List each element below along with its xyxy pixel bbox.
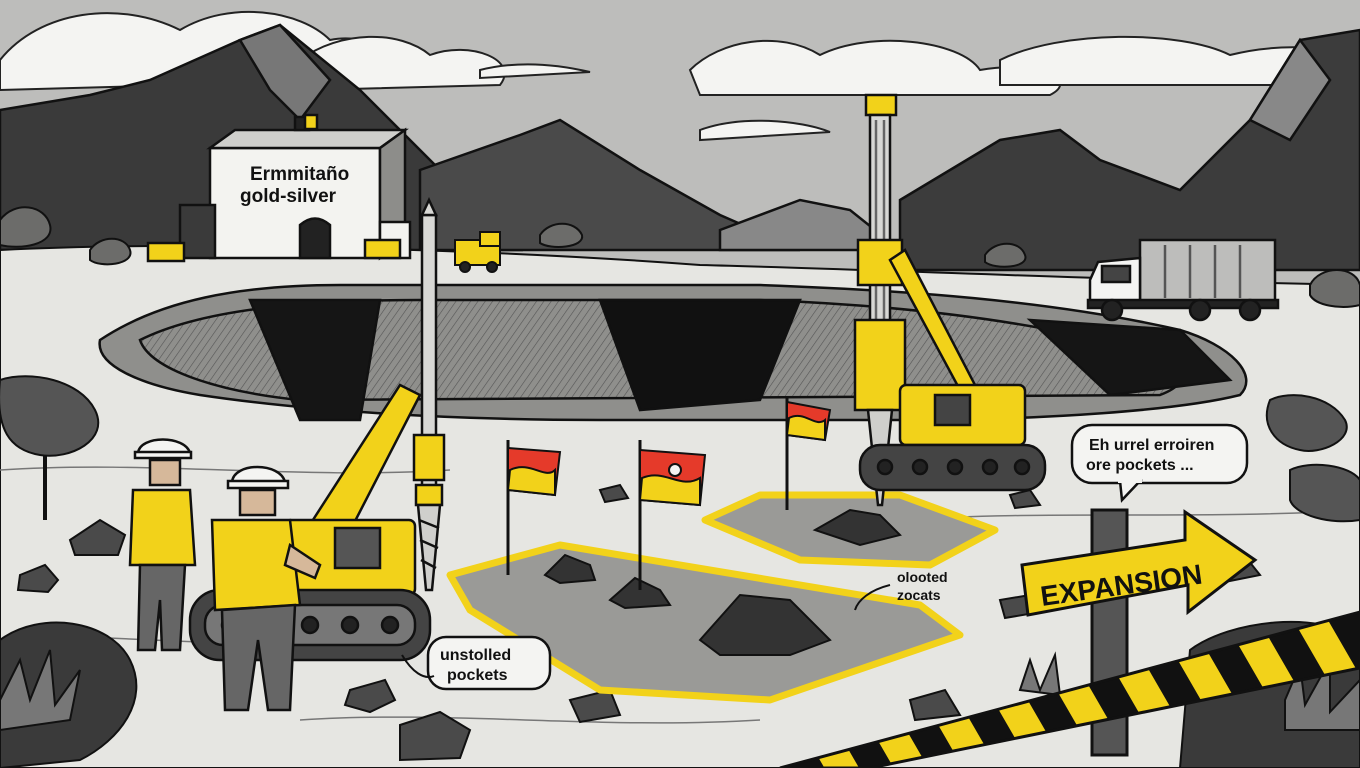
trees <box>0 206 1360 523</box>
callout-middle: olooted zocats <box>854 569 948 611</box>
hazard-tape <box>779 610 1360 768</box>
flags <box>506 398 832 590</box>
worker-back <box>128 438 197 652</box>
building-sign-line2: gold-silver <box>240 186 337 207</box>
callout-middle-line2: zocats <box>897 587 941 603</box>
callout-left: unstolled pockets <box>401 635 552 691</box>
building-sign-line1: Ermmitaño <box>250 164 349 185</box>
callout-left-line1: unstolled <box>440 647 511 664</box>
open-pit <box>98 283 1248 422</box>
callout-middle-line1: olooted <box>897 569 948 585</box>
agave-plants <box>0 649 1360 732</box>
small-yellow-truck <box>454 231 501 273</box>
callout-left-line2: pockets <box>447 667 508 684</box>
staked-zone-front <box>446 541 964 704</box>
dump-truck <box>1086 238 1280 322</box>
drill-rig-right <box>853 93 1047 507</box>
processing-building: Ermmitaño gold-silver <box>146 113 412 263</box>
callout-right: Eh urrel erroiren ore pockets ... <box>1070 423 1249 503</box>
worker-front <box>210 465 322 712</box>
staked-zone-back <box>701 491 999 569</box>
callout-right-line1: Eh urrel erroiren <box>1089 437 1214 454</box>
callout-right-line2: ore pockets ... <box>1086 457 1194 474</box>
